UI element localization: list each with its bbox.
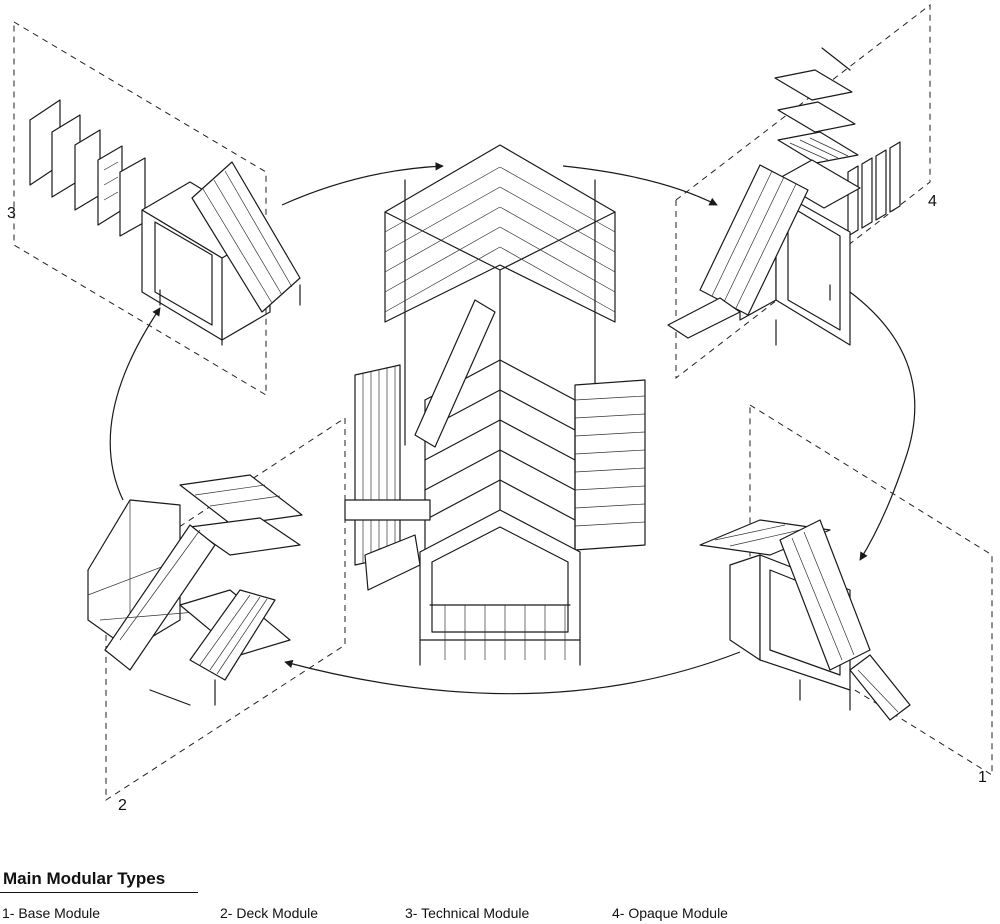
legend-item-deck: 2- Deck Module — [220, 905, 319, 921]
module-base-drawing — [699, 519, 911, 721]
module-number-3: 3 — [7, 205, 16, 222]
module-deck-drawing — [87, 474, 303, 706]
legend-title: Main Modular Types — [3, 869, 166, 888]
module-technical-drawing — [29, 99, 301, 346]
legend-item-opaque: 4- Opaque Module — [612, 905, 728, 921]
legend-item-technical: 3- Technical Module — [405, 905, 530, 921]
cycle-arrows — [109, 162, 916, 695]
legend-underline — [0, 892, 198, 893]
module-number-1: 1 — [978, 769, 987, 786]
module-opaque-drawing — [667, 47, 901, 346]
legend-item-base: 1- Base Module — [2, 905, 101, 921]
module-number-2: 2 — [118, 797, 127, 814]
assembled-building-drawing — [344, 144, 646, 666]
module-number-4: 4 — [928, 193, 937, 210]
